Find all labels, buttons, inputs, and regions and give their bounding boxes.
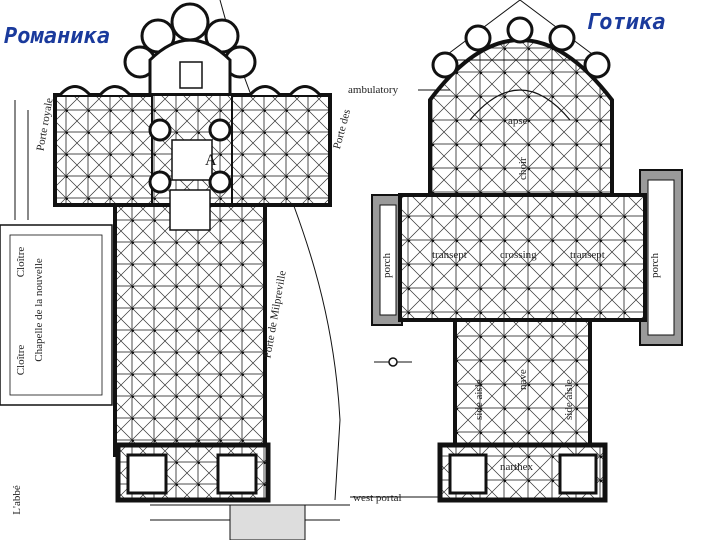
romanesque-title: Романика <box>4 24 110 49</box>
chevet <box>123 2 257 121</box>
gothic-title: Готика <box>586 10 666 35</box>
gothic-plan <box>371 0 683 503</box>
compass-icon <box>374 357 412 367</box>
porch-right-label: porch <box>649 252 661 278</box>
ambulatory-label: ambulatory <box>348 84 399 96</box>
side-aisle-right-label: side aisle <box>563 379 575 420</box>
abbe-label: L'abbé <box>11 485 23 515</box>
left-wall-lines <box>14 100 29 220</box>
west-portal-label: west portal <box>353 492 402 504</box>
crossing-label: crossing <box>500 249 537 261</box>
cloister-label-2: Cloître <box>15 345 27 376</box>
porch-left-label: porch <box>381 252 393 278</box>
choir-label: choir <box>517 157 529 180</box>
cloister-inner <box>9 234 103 396</box>
porte-des-label: Porte des <box>331 108 353 150</box>
side-aisle-left-label: side aisle <box>473 379 485 420</box>
bottom-building <box>229 504 306 540</box>
apse-letter: A <box>205 152 217 169</box>
gothic-transept <box>398 193 647 322</box>
cloister-label-1: Cloître <box>15 247 27 278</box>
porte-royale-label: Porte royale <box>34 97 55 152</box>
narthex-label: narthex <box>500 461 533 473</box>
transept-right-label: transept <box>570 249 605 261</box>
romanesque-nave <box>113 203 267 457</box>
cloister-block <box>0 224 113 406</box>
romanesque-plan: A <box>0 0 350 540</box>
chapel-label: Chapelle de la nouvelle <box>33 258 45 362</box>
nave-label: nave <box>517 369 529 390</box>
apse-label: apse <box>508 115 528 127</box>
transept-left-label: transept <box>432 249 467 261</box>
gothic-nave <box>453 318 592 447</box>
